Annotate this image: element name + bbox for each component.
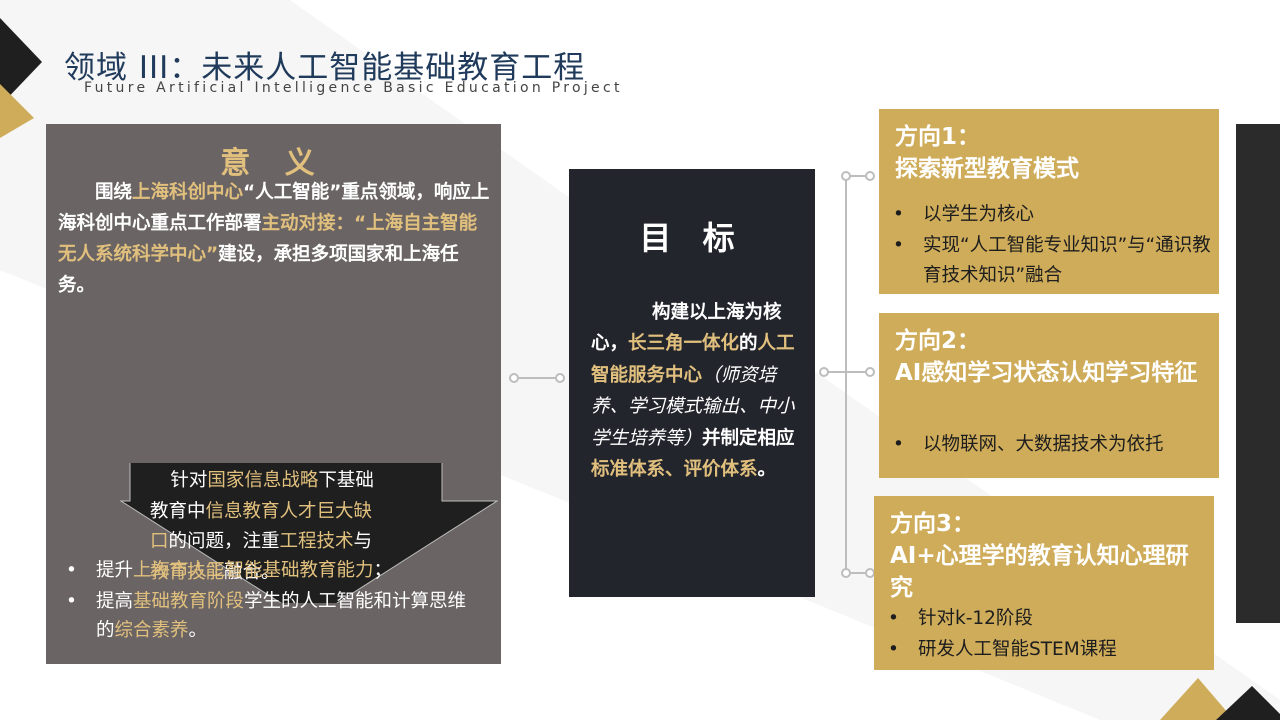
- down-arrow-shape: [120, 463, 498, 603]
- bullet-icon: •: [893, 204, 904, 225]
- right-decorative-bar: [1236, 124, 1280, 623]
- goal-heading: 目 标: [639, 219, 745, 257]
- significance-heading: 意 义: [220, 146, 327, 181]
- list-item: •以物联网、大数据技术为依托: [893, 430, 1223, 461]
- direction-1-title: 方向1：探索新型教育模式: [895, 124, 1079, 182]
- list-item: •针对k-12阶段: [888, 604, 1218, 635]
- list-item: •研发人工智能STEM课程: [888, 635, 1218, 666]
- bullet-icon: •: [888, 638, 899, 660]
- page-subtitle: Future Artificial Intelligence Basic Edu…: [84, 80, 623, 96]
- direction-3-box: 方向3：AI+心理学的教育认知心理研究 •针对k-12阶段 •研发人工智能STE…: [874, 496, 1214, 670]
- bullet-icon: •: [66, 591, 77, 612]
- list-item: •提高基础教育阶段学生的人工智能和计算思维的综合素养。: [64, 587, 484, 645]
- direction-3-title: 方向3：AI+心理学的教育认知心理研究: [890, 511, 1189, 601]
- direction-2-title: 方向2：AI感知学习状态认知学习特征: [895, 328, 1198, 386]
- direction-1-list: •以学生为核心 •实现“人工智能专业知识”与“通识教育技术知识”融合: [893, 200, 1223, 292]
- bullet-icon: •: [888, 608, 899, 629]
- direction-1-box: 方向1：探索新型教育模式 •以学生为核心 •实现“人工智能专业知识”与“通识教育…: [879, 109, 1219, 294]
- bullet-icon: •: [66, 560, 77, 581]
- significance-text: 围绕上海科创中心“人工智能”重点领域，响应上海科创中心重点工作部署主动对接：“上…: [58, 182, 490, 296]
- significance-bullets: •提升上海市人工智能基础教育能力； •提高基础教育阶段学生的人工智能和计算思维的…: [64, 556, 484, 647]
- list-item: •实现“人工智能专业知识”与“通识教育技术知识”融合: [893, 231, 1223, 292]
- goal-text: 构建以上海为核心，长三角一体化的人工智能服务中心（师资培养、学习模式输出、中小学…: [591, 302, 795, 481]
- direction-2-list: •以物联网、大数据技术为依托: [893, 430, 1223, 461]
- bullet-icon: •: [893, 234, 904, 256]
- direction-3-list: •针对k-12阶段 •研发人工智能STEM课程: [888, 604, 1218, 665]
- significance-panel: 意 义 围绕上海科创中心“人工智能”重点领域，响应上海科创中心重点工作部署主动对…: [46, 124, 501, 664]
- corner-decoration-top-left: [0, 18, 42, 138]
- list-item: •以学生为核心: [893, 200, 1223, 231]
- bullet-icon: •: [893, 434, 904, 455]
- direction-2-box: 方向2：AI感知学习状态认知学习特征 •以物联网、大数据技术为依托: [879, 313, 1219, 478]
- page-title: 领域 III：未来人工智能基础教育工程: [64, 50, 586, 86]
- list-item: •提升上海市人工智能基础教育能力；: [64, 556, 484, 585]
- arrow-text: 针对国家信息战略下基础教育中信息教育人才巨大缺口的问题，注重工程技术与教育技能融…: [150, 470, 374, 583]
- corner-decoration-bottom-right: [1160, 678, 1280, 720]
- goal-panel: 目 标 构建以上海为核心，长三角一体化的人工智能服务中心（师资培养、学习模式输出…: [569, 169, 815, 597]
